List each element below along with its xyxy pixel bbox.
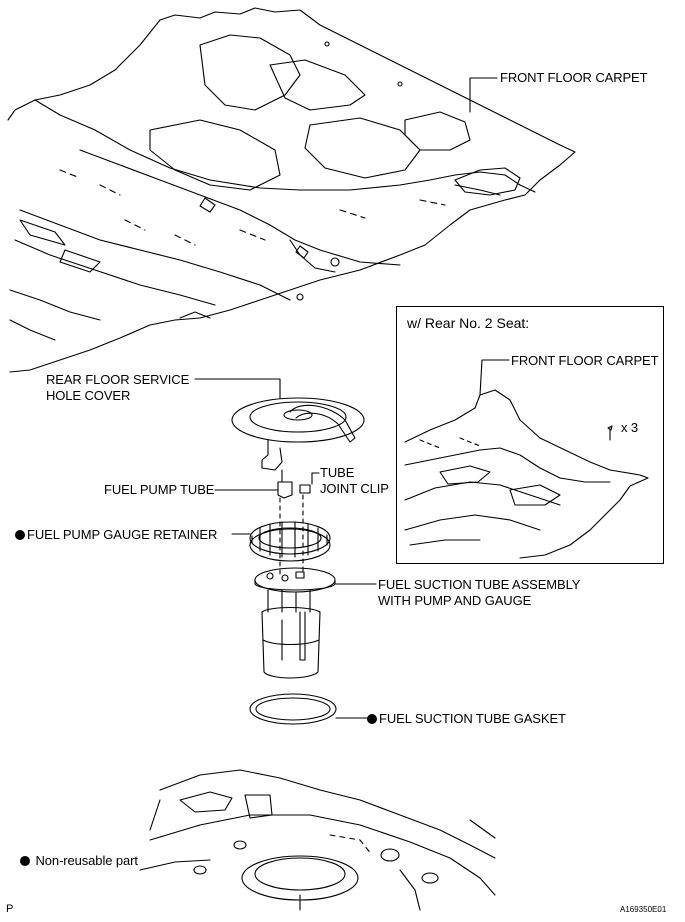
label-fuel-suction-tube-gasket: FUEL SUCTION TUBE GASKET xyxy=(367,711,566,726)
label-rear-floor-service-hole-cover-line2: HOLE COVER xyxy=(46,388,131,403)
fuel-suction-tube-assembly-drawing xyxy=(254,567,336,679)
inset-label-front-floor-carpet: FRONT FLOOR CARPET xyxy=(511,353,659,368)
inset-title: w/ Rear No. 2 Seat: xyxy=(407,315,530,331)
label-fuel-pump-tube: FUEL PUMP TUBE xyxy=(104,482,215,497)
inset-panel: w/ Rear No. 2 Seat: xyxy=(396,306,664,564)
inset-carpet-drawing xyxy=(404,359,649,559)
gauge-retainer-drawing xyxy=(249,521,331,562)
non-reusable-marker-icon xyxy=(367,714,377,724)
assembly-guide-lines xyxy=(279,494,304,576)
leader-service-hole-cover xyxy=(194,378,281,399)
label-fuel-pump-gauge-retainer-text: FUEL PUMP GAUGE RETAINER xyxy=(27,527,218,542)
label-fuel-pump-gauge-retainer: FUEL PUMP GAUGE RETAINER xyxy=(15,527,217,542)
label-tube-joint-clip-line2: JOINT CLIP xyxy=(320,481,389,496)
label-rear-floor-service-hole-cover-line1: REAR FLOOR SERVICE xyxy=(46,372,190,387)
rear-floor-drawing xyxy=(139,769,496,911)
label-fuel-suction-tube-assembly-line2: WITH PUMP AND GAUGE xyxy=(378,593,532,608)
label-tube-joint-clip-line1: TUBE xyxy=(320,465,355,480)
non-reusable-legend-icon xyxy=(20,856,30,866)
leader-front-floor-carpet xyxy=(469,77,498,113)
figure-code: A169350E01 xyxy=(620,905,667,914)
front-floor-carpet-drawing xyxy=(7,7,576,373)
label-front-floor-carpet: FRONT FLOOR CARPET xyxy=(500,70,648,85)
inset-screw-count: x 3 xyxy=(621,420,639,435)
non-reusable-marker-icon xyxy=(15,530,25,540)
leader-tube-joint-clip xyxy=(311,472,320,485)
gasket-drawing xyxy=(249,693,337,725)
corner-mark: P xyxy=(6,903,14,915)
legend-non-reusable: Non-reusable part xyxy=(20,853,138,868)
fuel-pump-tube-drawing xyxy=(277,469,311,499)
label-fuel-suction-tube-gasket-text: FUEL SUCTION TUBE GASKET xyxy=(379,711,566,726)
service-hole-cover-drawing xyxy=(231,397,365,471)
legend-non-reusable-text: Non-reusable part xyxy=(35,853,138,868)
label-fuel-suction-tube-assembly-line1: FUEL SUCTION TUBE ASSEMBLY xyxy=(378,577,581,592)
